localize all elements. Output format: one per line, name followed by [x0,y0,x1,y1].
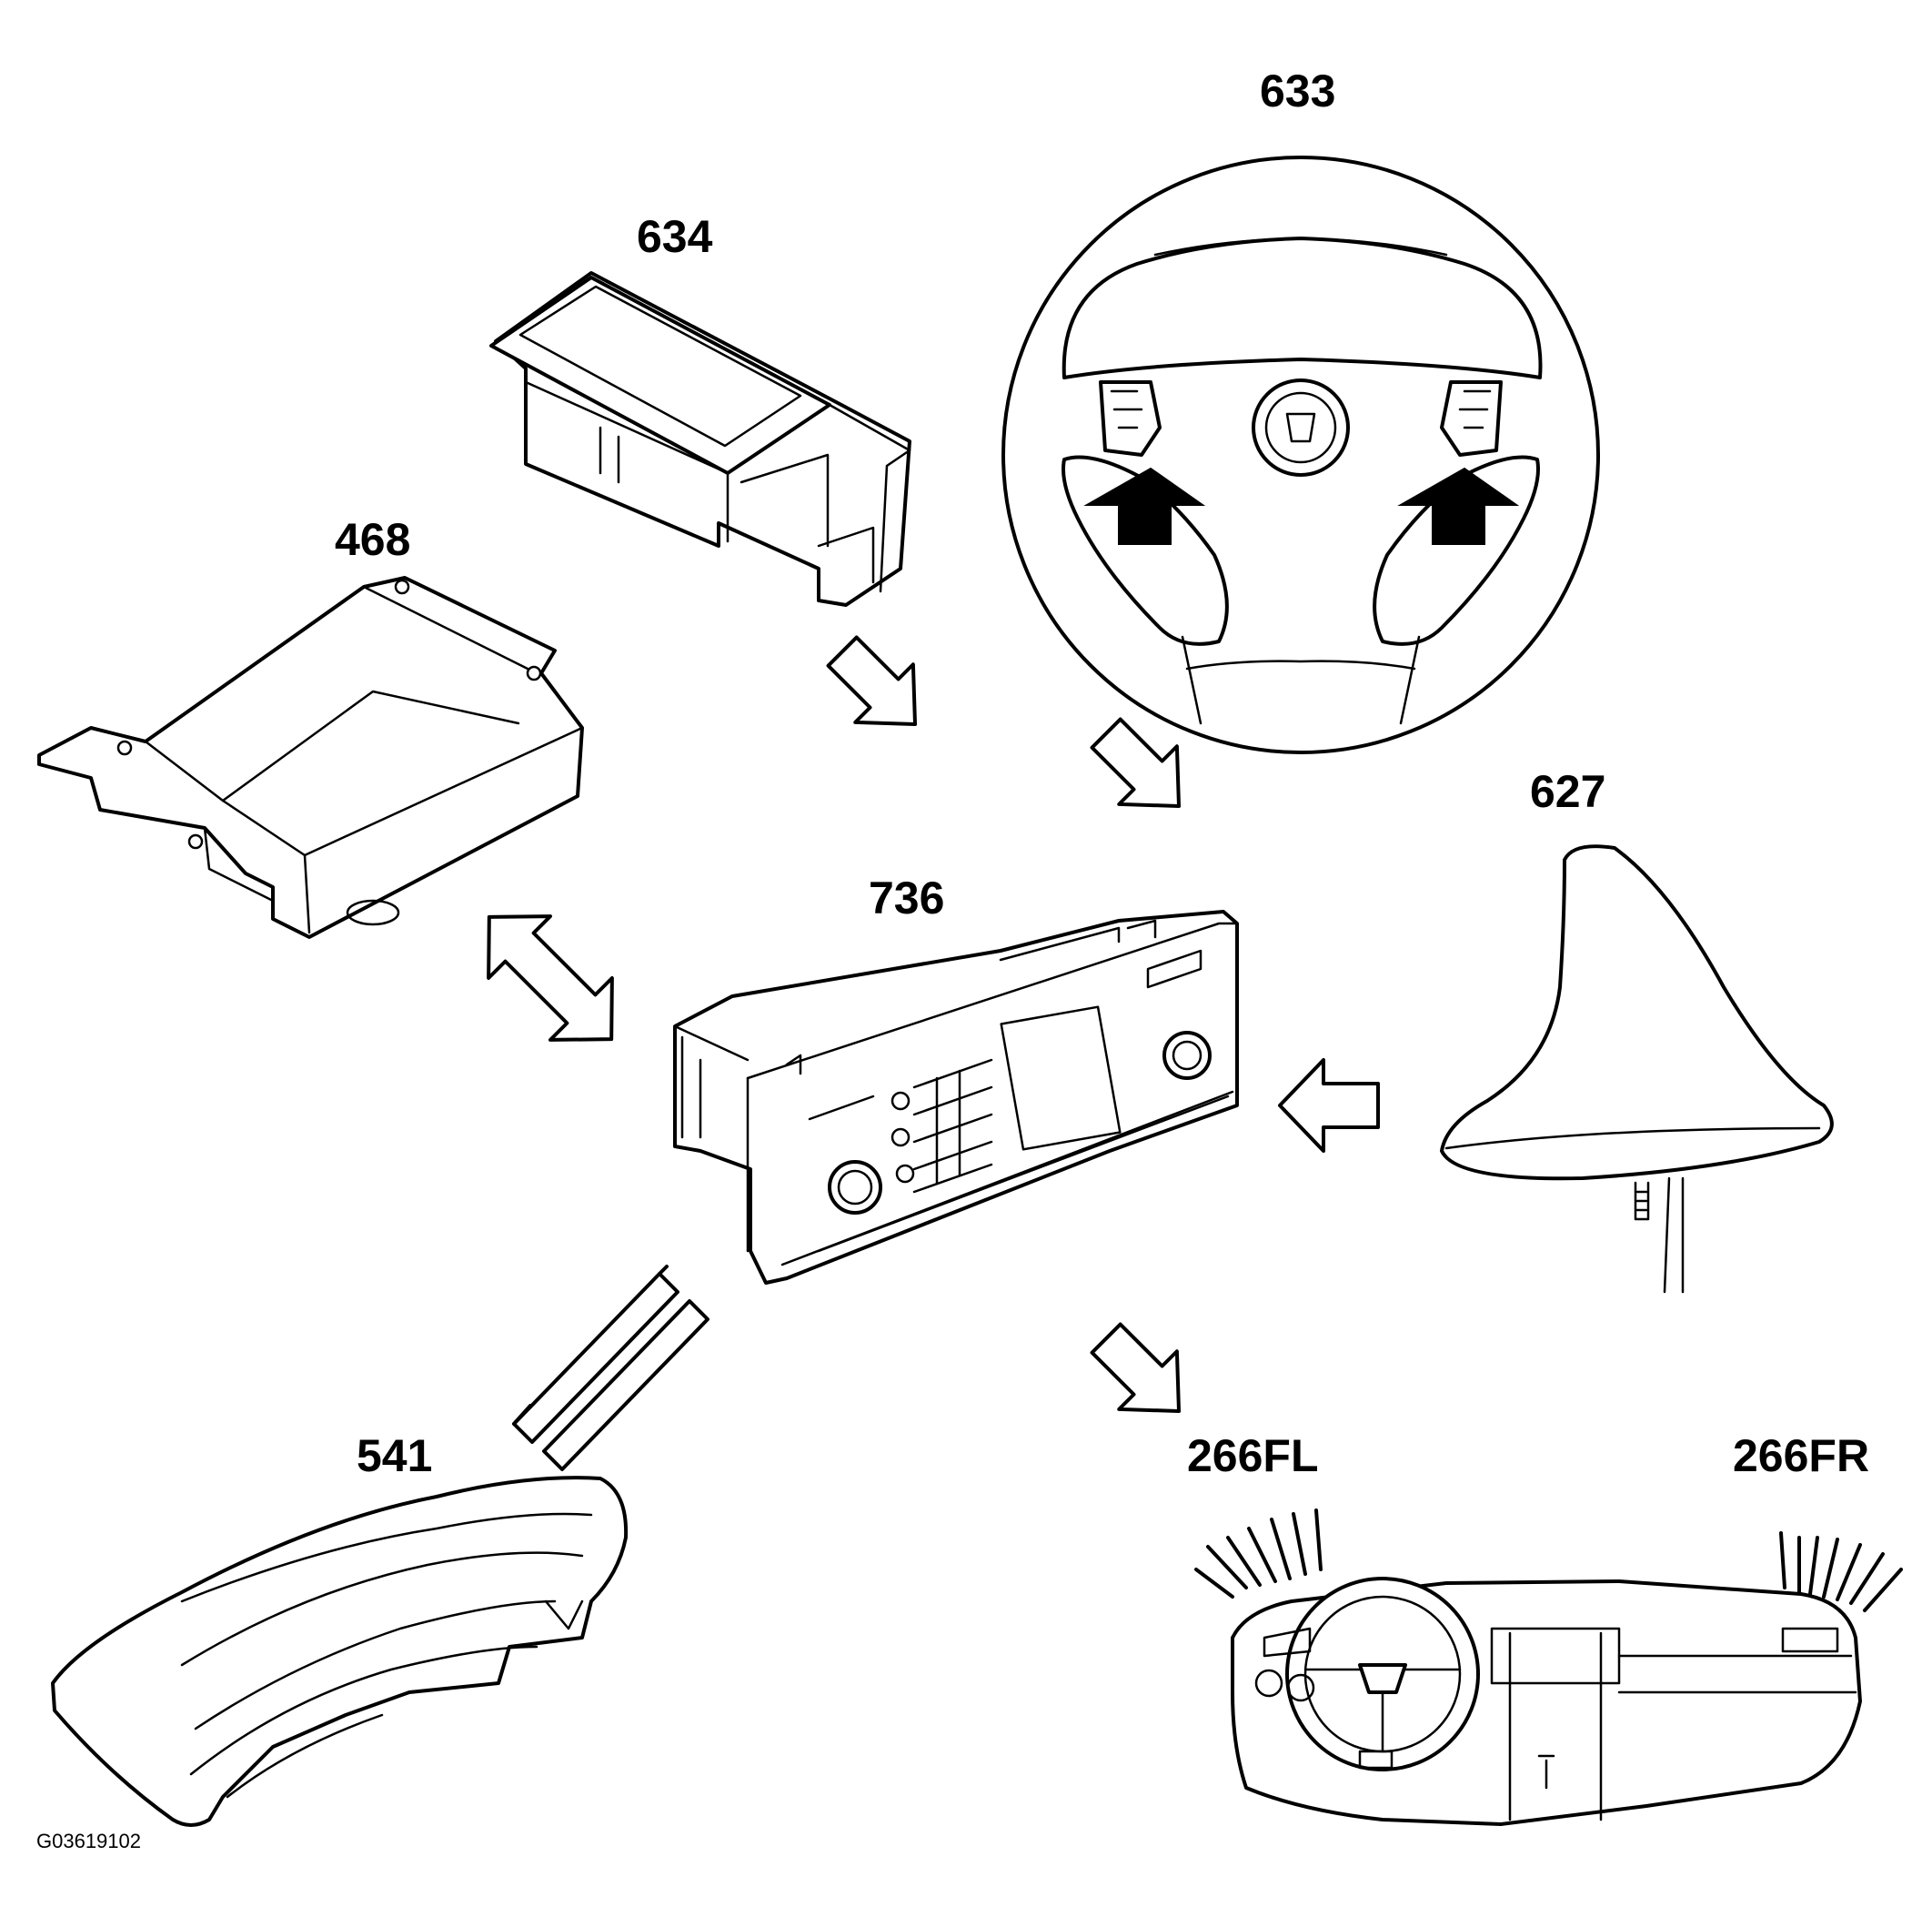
label-627: 627 [1530,766,1606,817]
label-633: 633 [1260,66,1336,116]
label-266fr: 266FR [1733,1430,1870,1481]
arrow-736-to-266 [1090,1322,1182,1414]
speaker-fr-sound-lines [1779,1531,1903,1612]
steering-wheel-illustration [1001,156,1600,754]
dashboard-266-illustration [1194,1508,1903,1826]
connector-541-736 [512,1265,709,1471]
label-634: 634 [637,211,713,262]
antenna-627-illustration [1440,844,1834,1294]
cluster-541-illustration [51,1476,629,1827]
label-468: 468 [335,514,411,565]
arrow-633-to-736 [1090,717,1182,809]
figure-id: G03619102 [36,1830,141,1852]
head-unit-736-illustration [673,910,1239,1285]
speaker-fl-sound-lines [1194,1508,1323,1599]
arrow-left-switch-icon [1083,467,1206,545]
arrow-627-to-736 [1278,1058,1380,1153]
arrow-634-to-736 [826,635,918,727]
label-541: 541 [357,1430,433,1481]
module-468-illustration [37,576,584,939]
label-266fl: 266FL [1187,1430,1319,1481]
arrow-right-switch-icon [1397,467,1520,545]
module-634-illustration [489,271,911,607]
label-736: 736 [869,873,945,923]
arrow-468-736-bidirectional [487,914,614,1042]
